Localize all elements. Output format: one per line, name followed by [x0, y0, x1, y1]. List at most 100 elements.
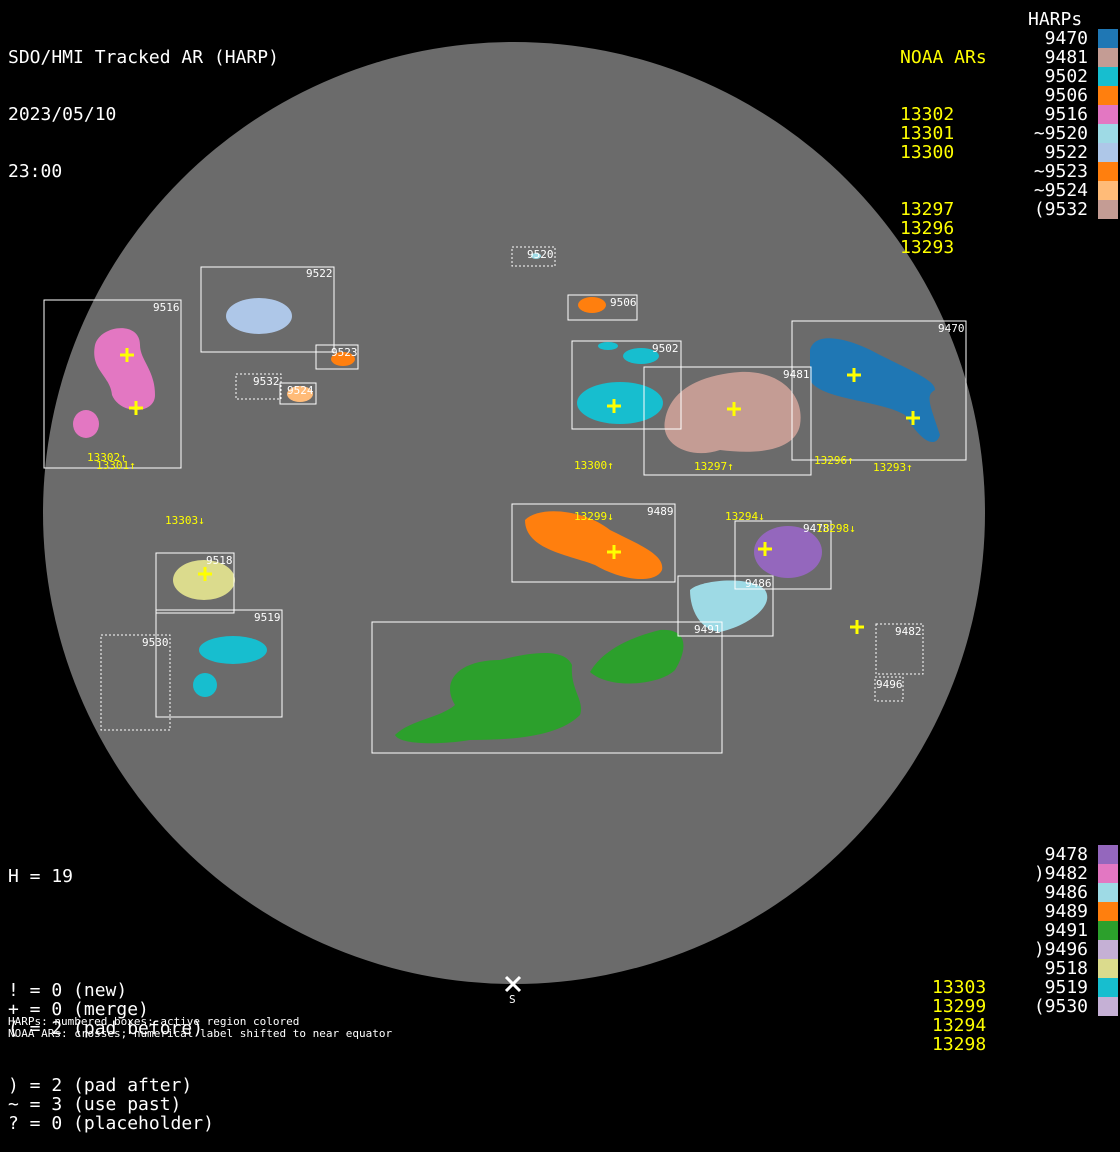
svg-text:13300↑: 13300↑	[574, 459, 614, 472]
color-swatch	[1098, 86, 1118, 105]
harp-box-9518[interactable]	[155, 552, 235, 614]
harp-legend-item: 9506	[1010, 86, 1118, 105]
harp-id: (9532	[1033, 199, 1088, 220]
svg-text:13296↑: 13296↑	[814, 454, 854, 467]
harp-id: ~9520	[1033, 123, 1088, 144]
harp-legend-item: 9522	[1010, 143, 1118, 162]
harp-legend-item: 9491	[1010, 921, 1118, 940]
harp-label: 9523	[331, 346, 358, 359]
harp-legend-item: )9482	[1010, 864, 1118, 883]
harps-heading: HARPs	[1028, 9, 1083, 30]
h-count: H = 19	[8, 866, 74, 887]
harp-id: 9486	[1044, 882, 1088, 903]
harp-label: 9520	[527, 248, 554, 261]
harp-box-9481[interactable]	[643, 366, 812, 476]
harp-id: 9489	[1044, 901, 1088, 922]
color-swatch	[1098, 124, 1118, 143]
color-swatch	[1098, 105, 1118, 124]
harp-legend-item: ~9520	[1010, 124, 1118, 143]
harp-legend-item: 9486	[1010, 883, 1118, 902]
harp-label: 9489	[647, 505, 674, 518]
harp-id: 9470	[1044, 28, 1088, 49]
harp-label: 9519	[254, 611, 281, 624]
harp-label: 9486	[745, 577, 772, 590]
svg-text:13303↓: 13303↓	[165, 514, 205, 527]
harp-boxes: 9516 9522 9520 9506 9523 9532 9524 9502 …	[43, 246, 967, 754]
harp-box-9486[interactable]	[677, 575, 774, 637]
solar-disk-map: 9516 9522 9520 9506 9523 9532 9524 9502 …	[43, 42, 985, 1006]
time: 23:00	[8, 161, 63, 182]
harp-label: 9502	[652, 342, 679, 355]
harp-legend-item: 9470	[1010, 29, 1118, 48]
stats: H = 19 ! = 0 (new)+ = 0 (merge)( = 2 (pa…	[8, 866, 214, 1134]
harp-box-9523[interactable]	[315, 344, 359, 370]
color-swatch	[1098, 997, 1118, 1016]
harp-id: 9491	[1044, 920, 1088, 941]
footer: HARPs: numbered boxes; active region col…	[8, 1015, 393, 1040]
noaa-labels: 13302↑ 13301↑ 13300↑ 13297↑ 13296↑ 13293…	[87, 451, 913, 535]
svg-text:13301↑: 13301↑	[96, 459, 136, 472]
harp-box-9524[interactable]	[279, 382, 317, 405]
color-swatch	[1098, 978, 1118, 997]
color-swatch	[1098, 67, 1118, 86]
svg-text:13299↓: 13299↓	[574, 510, 614, 523]
harp-legend-item: 9481	[1010, 48, 1118, 67]
color-swatch	[1098, 921, 1118, 940]
harp-label: 9481	[783, 368, 810, 381]
harp-id: 9478	[1044, 844, 1088, 865]
harp-box-9470[interactable]	[791, 320, 967, 461]
harp-id: 9481	[1044, 47, 1088, 68]
svg-text:13297↑: 13297↑	[694, 460, 734, 473]
harp-legend-item: ~9523	[1010, 162, 1118, 181]
svg-text:13293↑: 13293↑	[873, 461, 913, 474]
harp-label: 9522	[306, 267, 333, 280]
harp-box-9520[interactable]	[511, 246, 556, 267]
harp-box-9530[interactable]	[100, 634, 171, 731]
harp-box-9516[interactable]	[43, 299, 182, 469]
south-label: S	[509, 993, 516, 1006]
harp-id: 9516	[1044, 104, 1088, 125]
svg-text:13302↑: 13302↑	[87, 451, 127, 464]
south-pole-marker-icon	[504, 975, 522, 993]
harp-box-9489[interactable]	[511, 503, 676, 583]
header: SDO/HMI Tracked AR (HARP) 2023/05/10 23:…	[8, 10, 279, 200]
harp-box-9519[interactable]	[155, 609, 283, 718]
harp-legend-item: (9530	[1010, 997, 1118, 1016]
color-swatch	[1098, 181, 1118, 200]
harp-label: 9506	[610, 296, 637, 309]
harp-label: 9470	[938, 322, 965, 335]
harp-label: 9478	[803, 522, 830, 535]
color-swatch	[1098, 902, 1118, 921]
color-swatch	[1098, 883, 1118, 902]
harp-id: 9502	[1044, 66, 1088, 87]
harp-label: 9532	[253, 375, 280, 388]
svg-text:13298↓: 13298↓	[816, 522, 856, 535]
harp-box-9506[interactable]	[567, 294, 638, 321]
harp-box-9502[interactable]	[571, 340, 682, 430]
harp-label: 9530	[142, 636, 169, 649]
harp-legend-item: )9496	[1010, 940, 1118, 959]
harp-box-9496[interactable]	[874, 676, 904, 702]
color-swatch	[1098, 959, 1118, 978]
harp-box-9532[interactable]	[235, 373, 282, 400]
harp-box-9482[interactable]	[875, 623, 924, 675]
harp-box-9522[interactable]	[200, 266, 335, 353]
harp-box-9478[interactable]	[734, 520, 832, 590]
harp-label: 9496	[876, 678, 903, 691]
color-swatch	[1098, 864, 1118, 883]
harp-label: 9524	[287, 384, 314, 397]
harp-label: 9518	[206, 554, 233, 567]
harp-id: 9518	[1044, 958, 1088, 979]
harp-legend-item: 9518	[1010, 959, 1118, 978]
harp-label: 9482	[895, 625, 922, 638]
harp-label: 9516	[153, 301, 180, 314]
color-swatch	[1098, 162, 1118, 181]
harp-box-9491[interactable]	[371, 621, 723, 754]
color-swatch	[1098, 48, 1118, 67]
harp-legend-item: 9502	[1010, 67, 1118, 86]
cross-icon	[120, 348, 920, 634]
harp-id: ~9524	[1033, 180, 1088, 201]
color-swatch	[1098, 940, 1118, 959]
